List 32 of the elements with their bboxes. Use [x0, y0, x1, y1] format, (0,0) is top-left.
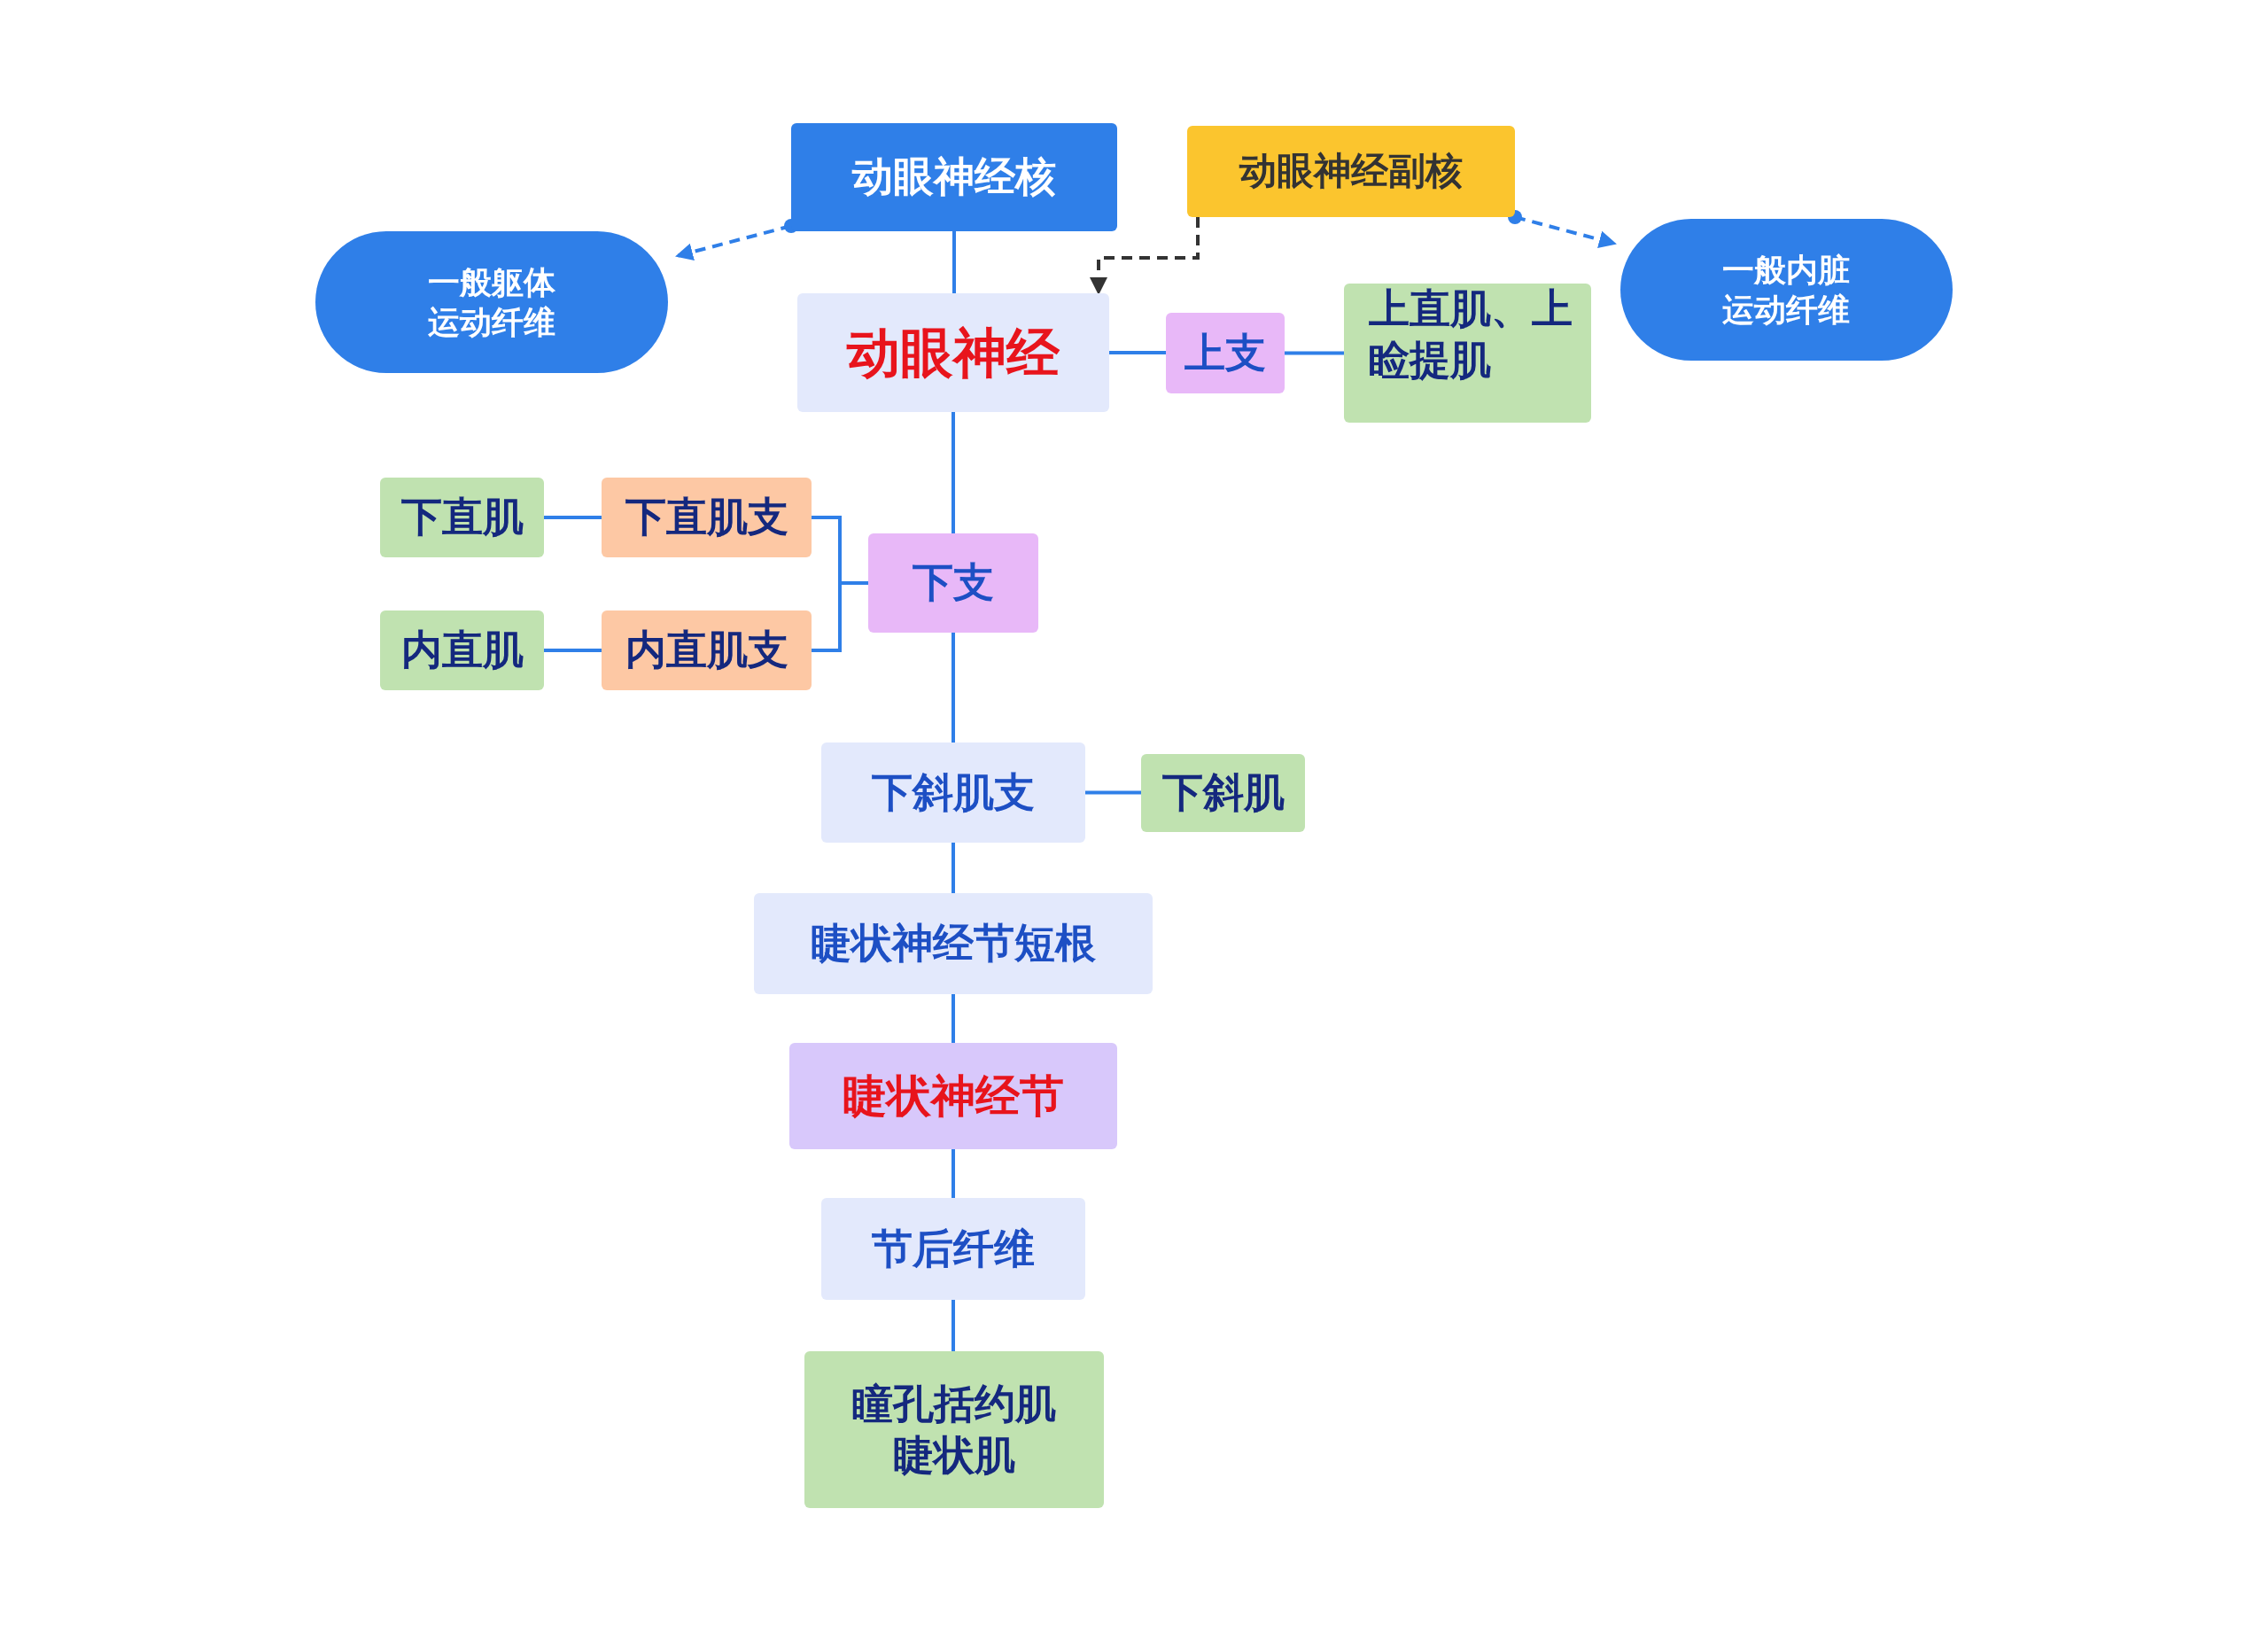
branch-box: 下斜肌支 — [821, 743, 1085, 843]
fiber-pill: 一般躯体运动纤维 — [315, 231, 668, 373]
connector-line — [951, 1149, 955, 1198]
connector-line — [1109, 351, 1166, 354]
nerve-box: 动眼神经 — [797, 293, 1109, 412]
nucleus-box: 动眼神经核 — [791, 123, 1117, 231]
connector-line — [951, 412, 955, 533]
fiber-pill: 一般内脏运动纤维 — [1620, 219, 1953, 361]
branch-box: 下直肌支 — [602, 478, 812, 557]
connector-line — [951, 633, 955, 743]
connector-line — [544, 516, 602, 519]
ganglion-box: 睫状神经节 — [789, 1043, 1117, 1149]
connector-line — [951, 994, 955, 1043]
branch-box: 内直肌支 — [602, 610, 812, 690]
connector-line — [1285, 351, 1344, 355]
connector-line — [951, 1300, 955, 1351]
muscle-box: 瞳孔括约肌睫状肌 — [804, 1351, 1104, 1508]
arrow — [1090, 217, 1200, 295]
root-box: 睫状神经节短根 — [754, 893, 1153, 994]
fiber-box: 节后纤维 — [821, 1198, 1085, 1300]
connector-line — [544, 649, 602, 652]
nucleus-box: 动眼神经副核 — [1187, 126, 1515, 217]
connector-line — [1085, 790, 1141, 795]
muscle-box: 内直肌 — [380, 610, 544, 690]
branch-box: 上支 — [1166, 313, 1285, 393]
muscle-box: 下斜肌 — [1141, 754, 1305, 832]
arrow — [1508, 210, 1617, 249]
connector-line — [951, 843, 955, 893]
branch-box: 下支 — [868, 533, 1038, 633]
connector-line — [952, 231, 956, 293]
muscle-box: 下直肌 — [380, 478, 544, 557]
muscle-box: 上直肌、上睑提肌 — [1344, 284, 1591, 423]
